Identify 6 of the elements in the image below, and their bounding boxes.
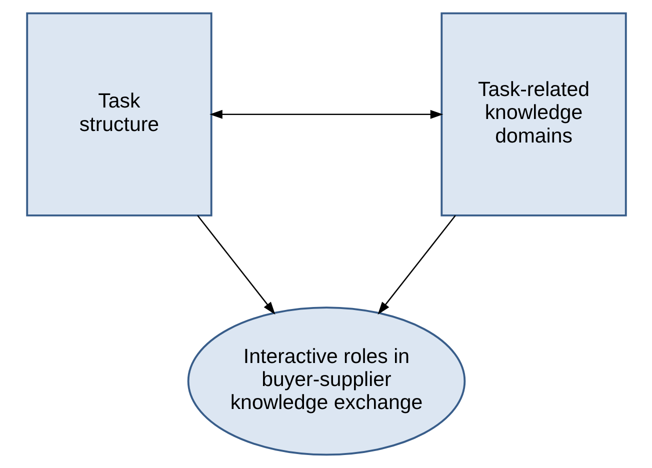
- arrow: [196, 215, 275, 315]
- node-box: Task structure: [26, 12, 212, 216]
- arrow: [209, 110, 443, 119]
- node-ellipse: Interactive roles in buyer-supplier knowledge exchange: [186, 306, 466, 456]
- node-box: Task-related knowledge domains: [440, 12, 626, 216]
- arrow: [377, 215, 456, 315]
